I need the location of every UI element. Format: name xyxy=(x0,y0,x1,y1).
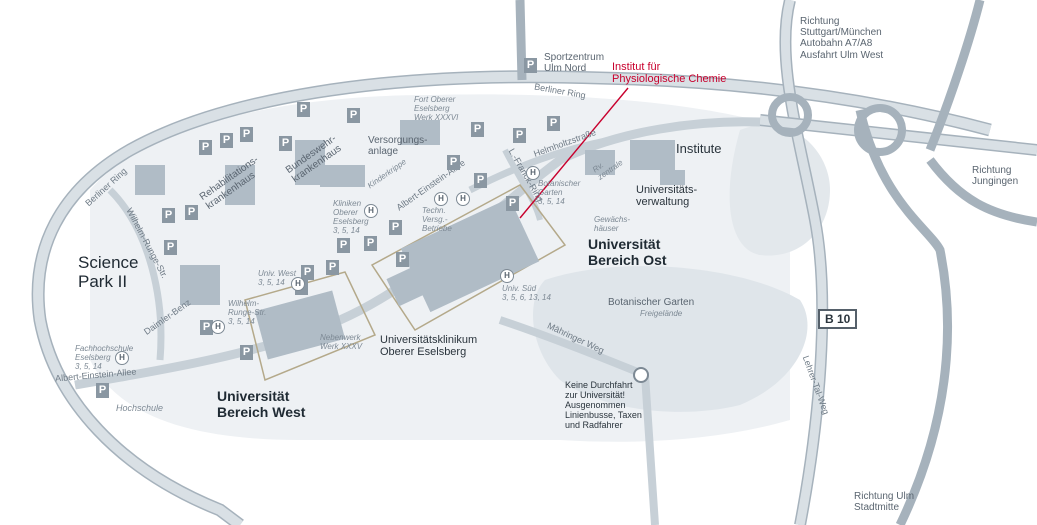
parking-icon: P xyxy=(506,196,519,211)
label-universitaet-west: Universität Bereich West xyxy=(217,388,306,420)
parking-icon: P xyxy=(185,205,198,220)
barrier-marker xyxy=(633,367,649,383)
label-sportzentrum: Sportzentrum Ulm Nord xyxy=(544,52,605,75)
university-east-boundary xyxy=(370,184,567,331)
parking-icon: P xyxy=(240,127,253,142)
parking-icon: P xyxy=(162,208,175,223)
parking-icon: P xyxy=(96,383,109,398)
label-univ-sued-stop: Univ. Süd 3, 5, 6, 13, 14 xyxy=(502,284,551,302)
parking-icon: P xyxy=(220,133,233,148)
parking-icon: P xyxy=(200,320,213,335)
parking-icon: P xyxy=(471,122,484,137)
b10-road-inner xyxy=(780,0,827,525)
hospital-bus-stop-icon: H xyxy=(115,351,129,365)
parking-icon: P xyxy=(164,240,177,255)
hospital-bus-stop-icon: H xyxy=(526,166,540,180)
hospital-bus-stop-icon: H xyxy=(291,277,305,291)
hospital-bus-stop-icon: H xyxy=(434,192,448,206)
hospital-bus-stop-icon: H xyxy=(211,320,225,334)
hospital-bus-stop-icon: H xyxy=(456,192,470,206)
university-west-boundary xyxy=(244,271,377,382)
b10-road-badge: B 10 xyxy=(818,309,858,329)
parking-icon: P xyxy=(347,108,360,123)
label-fort-oberer: Fort Oberer Eselsberg Werk XXXVI xyxy=(414,95,459,122)
parking-icon: P xyxy=(364,236,377,251)
label-bot-garten-stop: Botanischer Garten 3, 5, 14 xyxy=(538,179,581,206)
hospital-bus-stop-icon: H xyxy=(500,269,514,283)
label-univ-verwaltung: Universitäts- verwaltung xyxy=(636,184,698,209)
parking-icon: P xyxy=(547,116,560,131)
interchange-west xyxy=(768,93,812,137)
label-fachhochschule: Fachhochschule Eselsberg 3, 5, 14 xyxy=(75,344,134,371)
label-richtung-stuttgart: Richtung Stuttgart/München Autobahn A7/A… xyxy=(800,16,884,61)
institute-pointer-line xyxy=(519,87,629,219)
highway-ne xyxy=(925,0,985,152)
parking-icon: P xyxy=(199,140,212,155)
parking-icon: P xyxy=(389,220,402,235)
label-science-park: Science Park II xyxy=(78,253,139,292)
label-richtung-ulm: Richtung Ulm Stadtmitte xyxy=(854,491,915,514)
label-gewaechshaeuser: Gewächs- häuser xyxy=(594,215,631,233)
label-institut-physiologische-chemie: Institut für Physiologische Chemie xyxy=(612,61,727,86)
botanical-garden-area xyxy=(533,266,808,412)
road-north xyxy=(515,0,527,81)
parking-icon: P xyxy=(513,128,526,143)
hospital-bus-stop-icon: H xyxy=(364,204,378,218)
label-richtung-jungingen: Richtung Jungingen xyxy=(972,165,1019,188)
wilhelm-runge-strasse xyxy=(107,187,165,361)
lfranck-ring xyxy=(502,148,543,221)
label-institute: Institute xyxy=(676,141,722,156)
label-hochschule: Hochschule xyxy=(116,403,164,413)
label-keine-durchfahrt: Keine Durchfahrt zur Universität! Ausgen… xyxy=(565,380,642,431)
parking-icon: P xyxy=(396,252,409,267)
label-nebenwerk: Nebenwerk Werk XXXV xyxy=(320,333,363,351)
label-kliniken: Kliniken Oberer Eselsberg 3, 5, 14 xyxy=(333,199,369,235)
label-univ-west-stop: Univ. West 3, 5, 14 xyxy=(258,269,296,287)
label-botanischer-garten: Botanischer Garten xyxy=(608,297,695,308)
highway-se xyxy=(926,157,1037,227)
interchange-loop xyxy=(855,109,953,525)
label-techn: Techn. Versg.- Betriebe xyxy=(422,206,452,233)
label-universitaet-ost: Universität Bereich Ost xyxy=(588,236,667,268)
ring-road-inner xyxy=(33,71,992,525)
parking-icon: P xyxy=(301,265,314,280)
parking-icon: P xyxy=(240,345,253,360)
parking-icon: P xyxy=(297,102,310,117)
buildings xyxy=(135,120,685,360)
parking-icon: P xyxy=(326,260,339,275)
label-versorgung: Versorgungs- anlage xyxy=(368,135,428,158)
parking-icon: P xyxy=(279,136,292,151)
label-wilhelm-runge-stop: Wilhelm- Runge-Str. 3, 5, 14 xyxy=(228,299,267,326)
label-universitaetsklinikum: Universitätsklinikum Oberer Eselsberg xyxy=(380,334,478,359)
parking-icon: P xyxy=(447,155,460,170)
label-freigelaende: Freigelände xyxy=(640,309,683,318)
parking-icon: P xyxy=(524,58,537,73)
parking-icon: P xyxy=(474,173,487,188)
parking-icon: P xyxy=(337,238,350,253)
interchange-east xyxy=(854,104,906,156)
